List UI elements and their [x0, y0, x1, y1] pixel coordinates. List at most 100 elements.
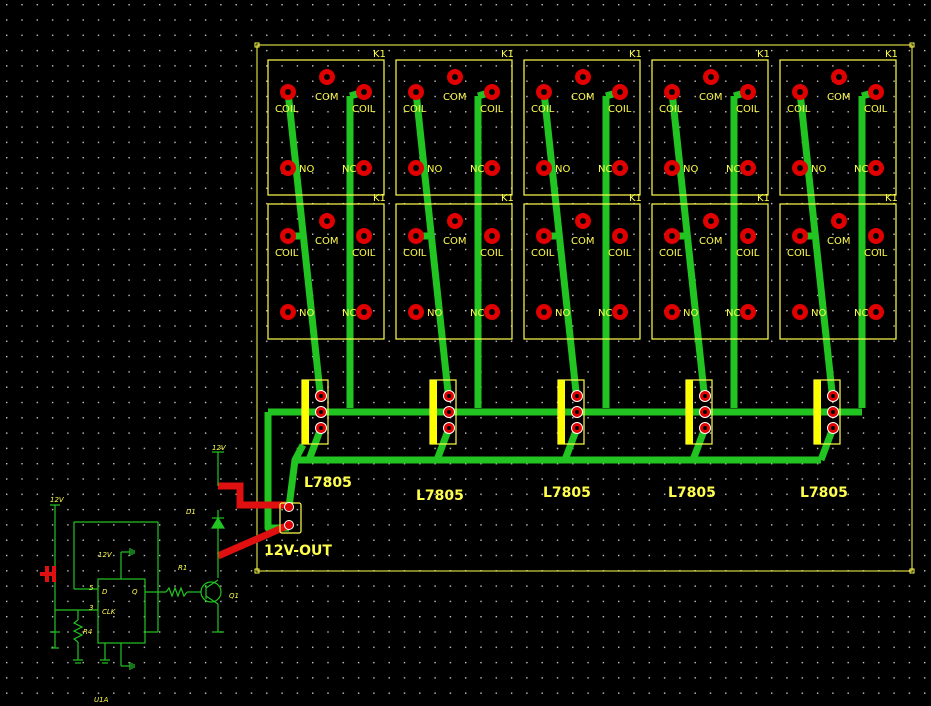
pad-hole	[617, 309, 623, 315]
relay-outline	[779, 59, 897, 196]
regulator-label: L7805	[668, 485, 716, 501]
ic-label: U1A	[94, 696, 109, 704]
pad-hole	[797, 309, 803, 315]
pad-hole	[285, 309, 291, 315]
resistor-symbol	[165, 586, 188, 598]
connector-12v-out[interactable]: 12V-OUT	[216, 482, 332, 560]
com-label: COM	[571, 92, 594, 103]
coil-label: COIL	[275, 104, 299, 115]
pad-hole	[361, 233, 367, 239]
com-label: COM	[827, 236, 850, 247]
regulator-l7805[interactable]: L7805	[416, 379, 464, 504]
regulator-l7805[interactable]: L7805	[543, 379, 591, 501]
coil-label: COIL	[352, 104, 376, 115]
coil-label: COIL	[736, 248, 760, 259]
coil-label: COIL	[403, 104, 427, 115]
pad-hole	[669, 233, 675, 239]
pad-hole	[669, 89, 675, 95]
regulator-label: L7805	[800, 485, 848, 501]
pad-hole	[541, 233, 547, 239]
pad-hole	[447, 394, 451, 398]
connector-pin[interactable]	[284, 520, 294, 530]
regulator-label: L7805	[304, 475, 352, 491]
coil-label: COIL	[480, 248, 504, 259]
relay-outline	[779, 203, 897, 340]
pad-hole	[669, 309, 675, 315]
coil-label: COIL	[608, 104, 632, 115]
no-label: NO	[555, 164, 570, 175]
coil-label: COIL	[787, 248, 811, 259]
supply-label: 12V	[50, 496, 65, 504]
copper-trace	[412, 91, 452, 393]
pad-hole	[447, 426, 451, 430]
pad-hole	[745, 89, 751, 95]
capacitor-symbol	[40, 566, 56, 582]
pad-hole	[447, 410, 451, 414]
coil-label: COIL	[275, 248, 299, 259]
board-corner	[909, 568, 915, 574]
coil-label: COIL	[608, 248, 632, 259]
no-label: NO	[683, 164, 698, 175]
no-label: NO	[427, 164, 442, 175]
nc-label: NC	[470, 308, 484, 319]
pad-hole	[541, 165, 547, 171]
connector-pin[interactable]	[284, 502, 294, 512]
pad-hole	[831, 394, 835, 398]
regulator-tab	[558, 380, 565, 444]
regulator-l7805[interactable]: L7805	[301, 379, 352, 491]
com-label: COM	[699, 236, 722, 247]
pad-hole	[413, 233, 419, 239]
regulator-l7805[interactable]: L7805	[668, 379, 716, 501]
pad-hole	[831, 410, 835, 414]
diode-symbol	[210, 516, 226, 529]
resistor-label: R4	[83, 628, 92, 636]
ic-pin-label: 5	[89, 584, 94, 592]
no-label: NO	[299, 308, 314, 319]
coil-label: COIL	[403, 248, 427, 259]
nc-label: NC	[726, 164, 740, 175]
pad-hole	[617, 233, 623, 239]
regulator-tab	[430, 380, 437, 444]
regulator-label: L7805	[416, 488, 464, 504]
pad-hole	[361, 89, 367, 95]
pad-hole	[324, 74, 330, 80]
pad-hole	[575, 426, 579, 430]
pad-hole	[745, 165, 751, 171]
board-corner	[909, 42, 915, 48]
pad-hole	[324, 218, 330, 224]
pad-hole	[797, 89, 803, 95]
pad-hole	[413, 309, 419, 315]
com-label: COM	[699, 92, 722, 103]
pad-hole	[541, 309, 547, 315]
nc-label: NC	[854, 164, 868, 175]
relay-refdes: K1	[373, 193, 386, 204]
pad-hole	[285, 165, 291, 171]
coil-label: COIL	[531, 104, 555, 115]
supply-label: 12V	[212, 444, 227, 452]
nc-label: NC	[854, 308, 868, 319]
pad-hole	[319, 410, 323, 414]
pad-hole	[580, 74, 586, 80]
ic-pin-label: D	[102, 588, 108, 596]
pad-hole	[489, 165, 495, 171]
no-label: NO	[299, 164, 314, 175]
pad-hole	[873, 233, 879, 239]
pad-hole	[580, 218, 586, 224]
pad-hole	[285, 89, 291, 95]
regulator-l7805[interactable]: L7805	[800, 379, 848, 501]
pad-hole	[285, 233, 291, 239]
com-label: COM	[443, 236, 466, 247]
